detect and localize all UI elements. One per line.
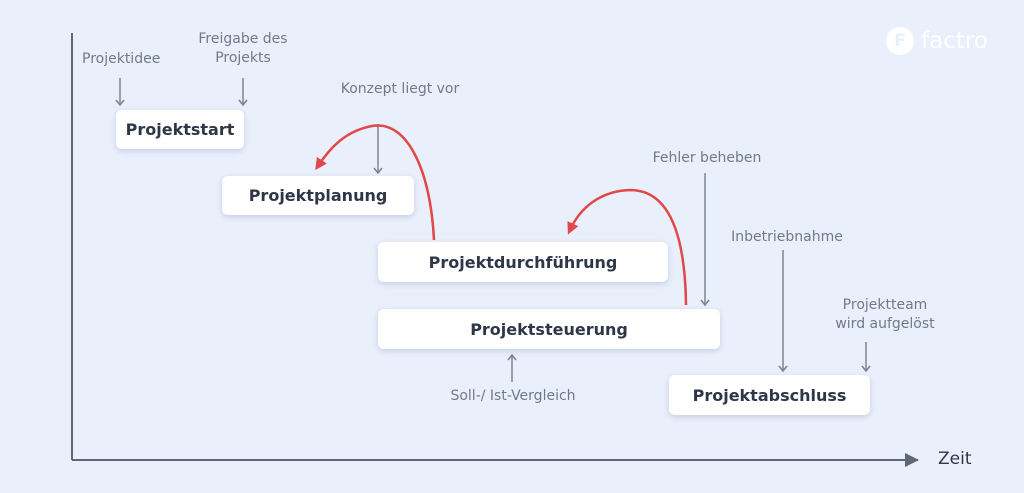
factro-logo-mark: F [886, 27, 914, 55]
note-fehler-text: Fehler beheben [652, 150, 762, 166]
note-projektteam: Projektteam wird aufgelöst [815, 296, 955, 334]
note-konzept-text: Konzept liegt vor [340, 81, 460, 97]
note-soll-ist-text: Soll-/ Ist-Vergleich [450, 388, 576, 404]
note-freigabe-line1: Freigabe des [198, 31, 288, 47]
note-konzept: Konzept liegt vor [320, 80, 480, 99]
phase-projektstart: Projektstart [116, 110, 244, 149]
note-inbetriebnahme: Inbetriebnahme [719, 228, 855, 247]
note-soll-ist: Soll-/ Ist-Vergleich [430, 387, 596, 406]
note-fehler: Fehler beheben [634, 149, 780, 168]
feedback-arrow-durchfuehrung [567, 188, 688, 306]
x-axis-label: Zeit [938, 449, 972, 469]
note-inbetriebnahme-text: Inbetriebnahme [731, 229, 843, 245]
factro-logo: F factro [886, 27, 988, 55]
feedback-arrow-planung [315, 124, 436, 241]
factro-logo-text: factro [921, 28, 988, 54]
phase-projektdurchfuehrung: Projektdurchführung [378, 242, 668, 282]
note-projektteam-line2: wird aufgelöst [835, 316, 935, 332]
note-projektteam-line1: Projektteam [842, 297, 928, 313]
note-projektidee-text: Projektidee [82, 51, 161, 67]
phase-projektplanung: Projektplanung [222, 176, 414, 215]
note-freigabe: Freigabe des Projekts [196, 30, 290, 68]
note-freigabe-line2: Projekts [215, 50, 271, 66]
note-projektidee: Projektidee [82, 50, 160, 69]
phase-projektabschluss: Projektabschluss [669, 375, 870, 415]
phase-projektsteuerung: Projektsteuerung [378, 309, 720, 349]
